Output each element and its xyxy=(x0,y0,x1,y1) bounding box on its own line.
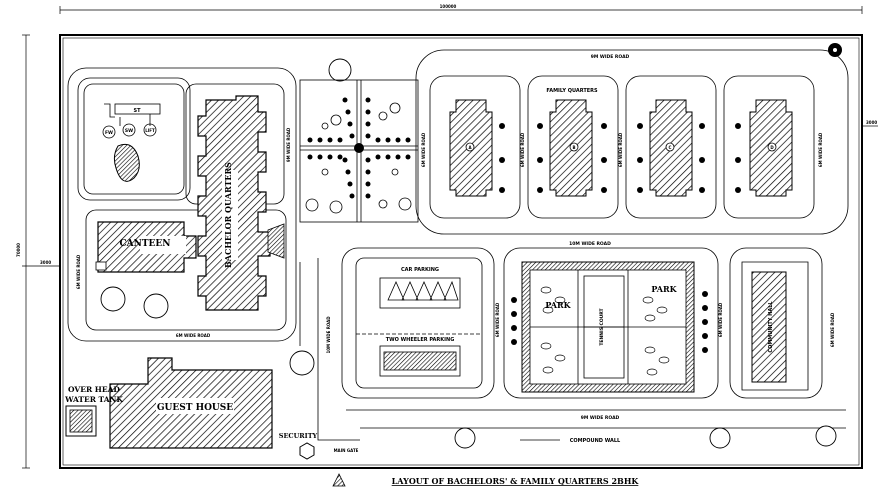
family-quarter-d: D xyxy=(749,99,793,197)
label-park-left: PARK xyxy=(545,300,571,310)
label-tennis-court: TENNIS COURT xyxy=(599,307,605,345)
road-label-left-bottom: 6M WIDE ROAD xyxy=(176,333,211,338)
family-quarter-trees xyxy=(499,123,741,193)
label-family-quarters: FAMILY QUARTERS xyxy=(546,88,598,94)
label-canteen: CANTEEN xyxy=(119,239,170,249)
parking-area xyxy=(341,247,495,399)
label-main-gate: MAIN GATE xyxy=(334,448,359,453)
road-label-bottom: 9M WIDE ROAD xyxy=(581,415,620,421)
label-compound-wall: COMPOUND WALL xyxy=(570,438,621,444)
park-stepping-stones xyxy=(540,286,670,376)
road-label-park-left: 6M WIDE ROAD xyxy=(495,302,500,337)
tree-cluster-left xyxy=(100,58,352,376)
pond-shape xyxy=(113,143,140,182)
utility-block xyxy=(77,77,191,201)
label-park-right: PARK xyxy=(651,284,677,294)
unit-label-c: C xyxy=(669,145,672,150)
security-cabin-icon xyxy=(299,442,315,460)
dim-overall-height: 70000 xyxy=(16,243,21,257)
dim-right: 3000 xyxy=(866,120,877,125)
compound-wall xyxy=(59,34,863,469)
road-label-bq: 9M WIDE ROAD xyxy=(286,127,291,162)
road-label-mid: 10M WIDE ROAD xyxy=(569,241,611,247)
unit-label-a: A xyxy=(468,145,472,150)
road-label-hall: 6M WIDE ROAD xyxy=(830,312,835,347)
bottom-road xyxy=(299,258,846,441)
family-quarters-roads xyxy=(415,49,849,235)
two-wheeler-bays xyxy=(383,351,457,371)
outer-dimensions xyxy=(22,6,878,469)
road-label-fq2: 6M WIDE ROAD xyxy=(520,132,525,167)
road-label-top: 9M WIDE ROAD xyxy=(591,54,630,60)
label-community-hall: COMMUNITY HALL xyxy=(768,301,774,353)
dim-left: 3000 xyxy=(40,260,51,265)
label-security: SECURITY xyxy=(279,432,318,440)
family-quarter-b: B xyxy=(549,99,593,197)
label-two-wheeler-parking: TWO WHEELER PARKING xyxy=(386,337,455,343)
family-quarter-a: A xyxy=(449,99,493,197)
road-label-right: 6M WIDE ROAD xyxy=(818,132,823,167)
car-parking-bays xyxy=(387,280,459,301)
road-label-park-right: 6M WIDE ROAD xyxy=(718,302,723,337)
unit-label-d: D xyxy=(770,145,774,150)
bottom-trees xyxy=(454,425,837,449)
garden-trees xyxy=(307,97,411,199)
title-marker-icon xyxy=(332,473,346,487)
road-label-fq3: 6M WIDE ROAD xyxy=(618,132,623,167)
label-car-parking: CAR PARKING xyxy=(401,267,439,273)
park-block xyxy=(503,247,719,399)
road-label-canteen: 6M WIDE ROAD xyxy=(76,254,81,289)
label-water-tank-line2: WATER TANK xyxy=(64,395,123,404)
drawing-title: LAYOUT OF BACHELORS' & FAMILY QUARTERS 2… xyxy=(392,476,640,486)
label-lift: LIFT xyxy=(145,128,155,133)
family-quarter-c: C xyxy=(649,99,693,197)
label-st: ST xyxy=(133,108,141,114)
dim-overall-width: 100000 xyxy=(440,4,457,9)
unit-label-b: B xyxy=(572,145,575,150)
label-water-tank-line1: OVER HEAD xyxy=(68,385,120,394)
overhead-water-tank xyxy=(65,405,97,437)
community-hall-area xyxy=(729,247,823,399)
label-sw: SW xyxy=(125,128,133,134)
label-guest-house: GUEST HOUSE xyxy=(157,403,233,413)
label-bachelor-quarters: BACHELOR QUARTERS xyxy=(223,162,233,268)
road-label-left-vertical: 10M WIDE ROAD xyxy=(326,316,331,354)
park-edge-trees xyxy=(511,291,708,353)
label-fw: FW xyxy=(105,130,113,136)
road-label-fq1: 6M WIDE ROAD xyxy=(421,132,426,167)
